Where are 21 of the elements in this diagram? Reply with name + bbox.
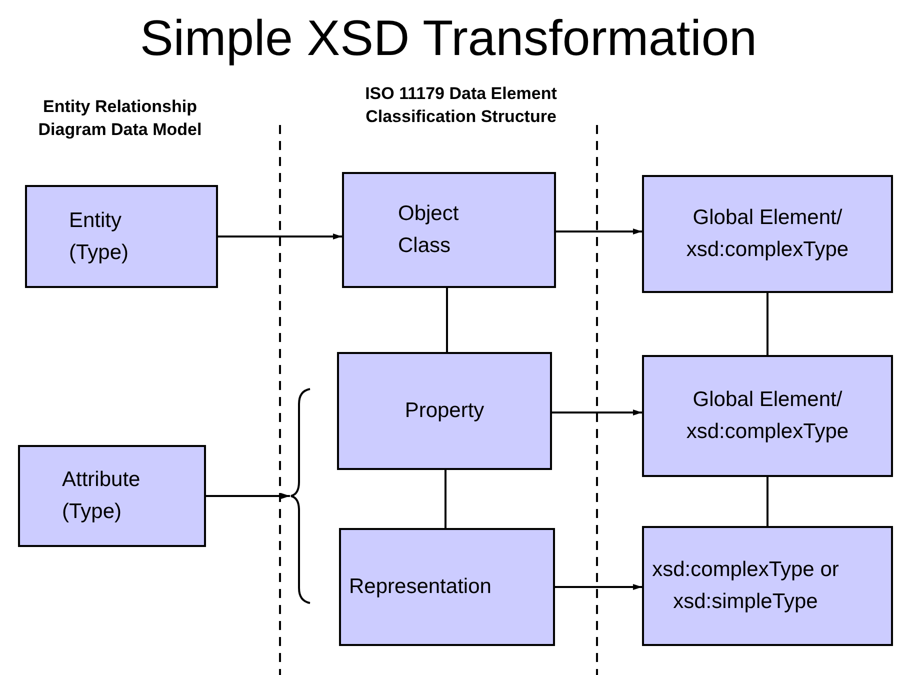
arrow <box>206 493 290 499</box>
process-box: Entity (Type) <box>25 185 218 288</box>
column-heading: Entity Relationship Diagram Data Model <box>37 96 203 141</box>
process-box: Global Element/ xsd:complexType <box>642 355 893 477</box>
process-box: Object Class <box>342 172 556 288</box>
connector-line <box>766 293 768 355</box>
arrow <box>552 410 642 416</box>
arrow <box>555 584 642 590</box>
process-box: xsd:complexType or xsd:simpleType <box>642 526 893 646</box>
arrow <box>218 234 342 240</box>
connector-line <box>446 288 448 352</box>
column-heading: ISO 11179 Data Element Classification Structure <box>364 83 558 128</box>
arrow <box>556 228 642 234</box>
process-box: Global Element/ xsd:complexType <box>642 175 893 293</box>
process-box: Representation <box>339 528 555 646</box>
process-box: Property <box>337 352 552 470</box>
connector-line <box>444 470 446 528</box>
title: Simple XSD Transformation <box>139 9 758 68</box>
connector-line <box>766 477 768 526</box>
brace <box>290 388 311 604</box>
process-box: Attribute (Type) <box>18 445 206 547</box>
